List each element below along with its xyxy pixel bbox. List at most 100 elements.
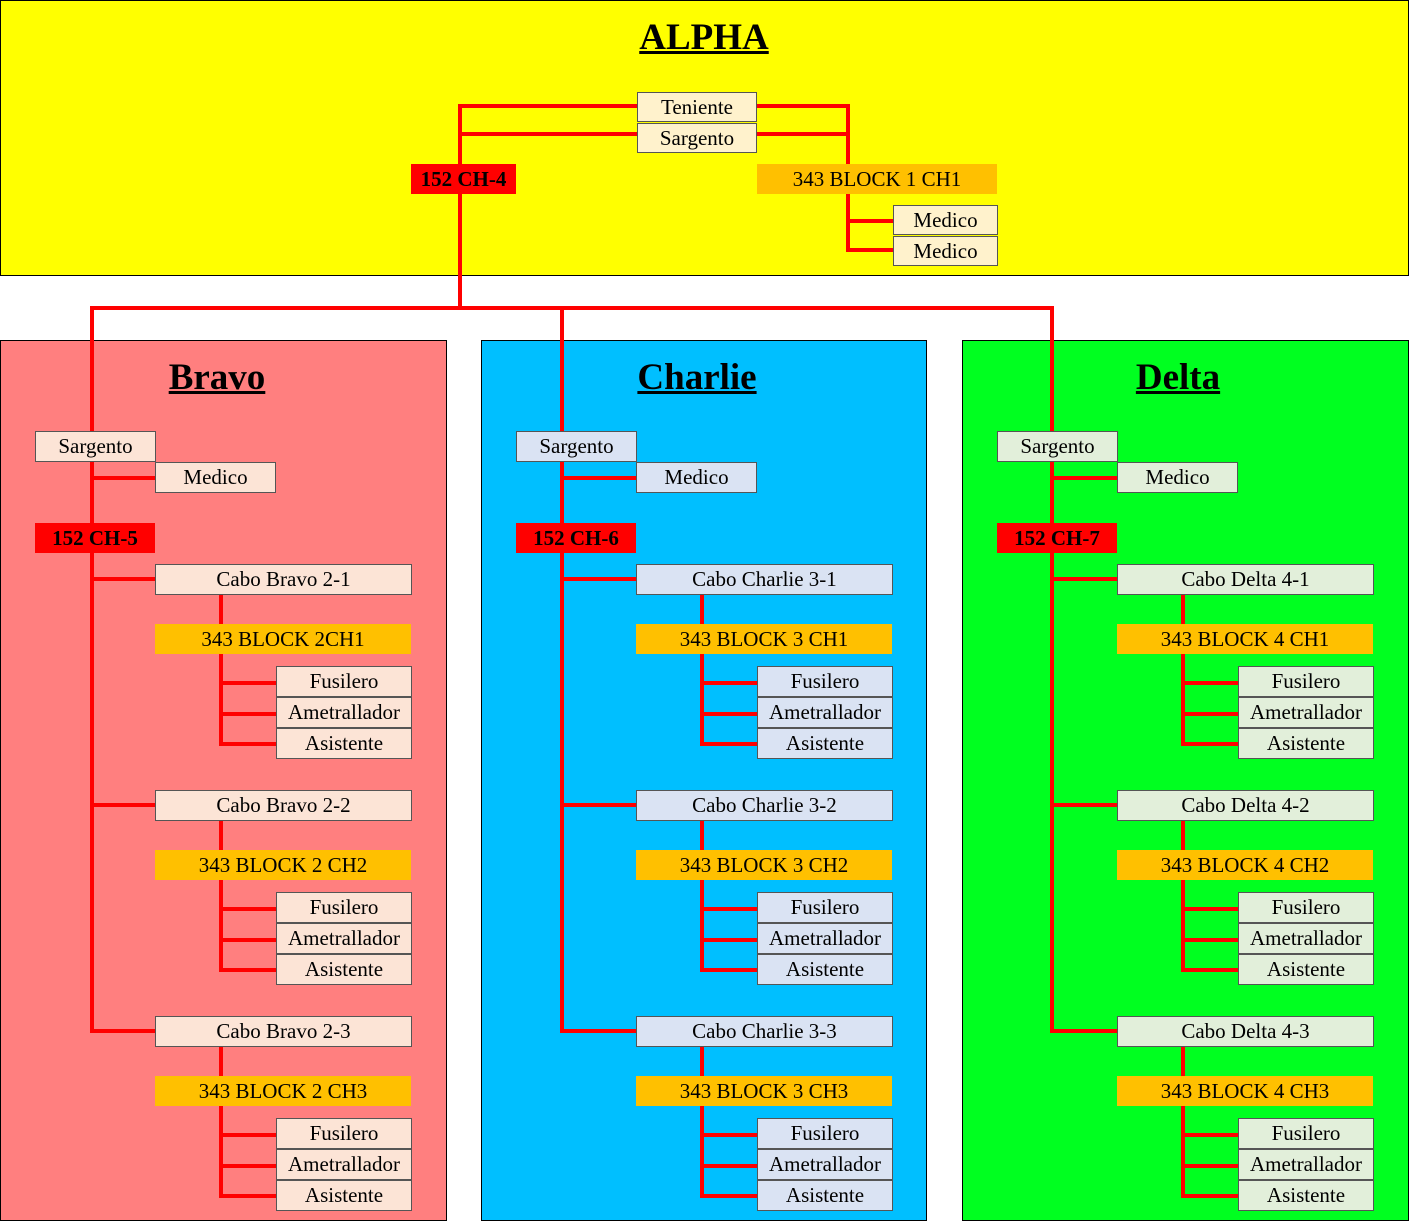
line-bravo-t1-c: [219, 742, 277, 746]
bravo-team-1-member-2: Ametrallador: [276, 697, 412, 728]
alpha-radio-badge: 343 BLOCK 1 CH1: [757, 164, 997, 194]
line-bravo-main: [90, 306, 94, 1033]
line-alpha-right-top: [756, 104, 850, 108]
line-delta-t1-b: [1181, 712, 1239, 716]
charlie-radio-3-badge: 343 BLOCK 3 CH3: [636, 1076, 892, 1106]
delta-team-2-member-1: Fusilero: [1238, 892, 1374, 923]
line-delta-t2-b: [1181, 938, 1239, 942]
line-charlie-t2-b: [700, 938, 758, 942]
line-delta-t3-v: [1181, 1045, 1185, 1198]
line-alpha-left-vertical: [458, 104, 462, 307]
charlie-sargento-box: Sargento: [516, 431, 637, 462]
charlie-team-2-member-1: Fusilero: [757, 892, 893, 923]
line-charlie-t1-c: [700, 742, 758, 746]
bravo-medico-box: Medico: [155, 462, 276, 493]
line-delta-t3-a: [1181, 1133, 1239, 1137]
line-charlie-cabo-2: [560, 803, 637, 807]
line-delta-cabo-1: [1050, 577, 1118, 581]
line-charlie-t3-v: [700, 1045, 704, 1198]
charlie-cabo-3-box: Cabo Charlie 3-3: [636, 1016, 893, 1047]
bravo-cabo-2-box: Cabo Bravo 2-2: [155, 790, 412, 821]
line-bravo-t1-v: [219, 593, 223, 746]
delta-medico-box: Medico: [1117, 462, 1238, 493]
charlie-cabo-2-box: Cabo Charlie 3-2: [636, 790, 893, 821]
alpha-medico-1-box: Medico: [893, 205, 998, 235]
bravo-title: Bravo: [168, 357, 266, 398]
line-charlie-t2-v: [700, 819, 704, 972]
line-bravo-t3-b: [219, 1164, 277, 1168]
charlie-team-3-member-2: Ametrallador: [757, 1149, 893, 1180]
delta-cabo-1-box: Cabo Delta 4-1: [1117, 564, 1374, 595]
line-charlie-main: [560, 306, 564, 1033]
delta-cabo-3-box: Cabo Delta 4-3: [1117, 1016, 1374, 1047]
bravo-cabo-3-box: Cabo Bravo 2-3: [155, 1016, 412, 1047]
line-bravo-t3-a: [219, 1133, 277, 1137]
bravo-team-2-member-3: Asistente: [276, 954, 412, 985]
delta-radio-2-badge: 343 BLOCK 4 CH2: [1117, 850, 1373, 880]
bravo-team-3-member-1: Fusilero: [276, 1118, 412, 1149]
charlie-channel-badge: 152 CH-6: [516, 523, 636, 553]
line-delta-t2-c: [1181, 968, 1239, 972]
bravo-radio-3-badge: 343 BLOCK 2 CH3: [155, 1076, 411, 1106]
charlie-cabo-1-box: Cabo Charlie 3-1: [636, 564, 893, 595]
delta-radio-1-badge: 343 BLOCK 4 CH1: [1117, 624, 1373, 654]
bravo-team-3-member-3: Asistente: [276, 1180, 412, 1211]
charlie-team-2-member-3: Asistente: [757, 954, 893, 985]
delta-team-3-member-2: Ametrallador: [1238, 1149, 1374, 1180]
line-bravo-cabo-2: [90, 803, 156, 807]
charlie-team-1-member-3: Asistente: [757, 728, 893, 759]
line-delta-t3-c: [1181, 1194, 1239, 1198]
line-delta-t2-a: [1181, 907, 1239, 911]
line-charlie-t3-a: [700, 1133, 758, 1137]
line-bravo-t2-b: [219, 938, 277, 942]
delta-team-2-member-3: Asistente: [1238, 954, 1374, 985]
bravo-team-1-member-1: Fusilero: [276, 666, 412, 697]
bravo-team-2-member-1: Fusilero: [276, 892, 412, 923]
charlie-radio-2-badge: 343 BLOCK 3 CH2: [636, 850, 892, 880]
line-charlie-t1-v: [700, 593, 704, 746]
line-bravo-t3-c: [219, 1194, 277, 1198]
delta-team-2-member-2: Ametrallador: [1238, 923, 1374, 954]
line-delta-t1-a: [1181, 681, 1239, 685]
line-charlie-t2-c: [700, 968, 758, 972]
line-delta-t1-v: [1181, 593, 1185, 746]
bravo-team-1-member-3: Asistente: [276, 728, 412, 759]
line-charlie-t3-c: [700, 1194, 758, 1198]
delta-team-1-member-3: Asistente: [1238, 728, 1374, 759]
line-bravo-medico: [90, 476, 156, 480]
line-charlie-t1-b: [700, 712, 758, 716]
line-delta-cabo-2: [1050, 803, 1118, 807]
line-bravo-t1-a: [219, 681, 277, 685]
delta-radio-3-badge: 343 BLOCK 4 CH3: [1117, 1076, 1373, 1106]
line-charlie-cabo-1: [560, 577, 637, 581]
line-alpha-left-bottom: [458, 132, 638, 136]
line-bravo-t2-c: [219, 968, 277, 972]
line-charlie-t1-a: [700, 681, 758, 685]
line-bravo-t2-a: [219, 907, 277, 911]
line-delta-t3-b: [1181, 1164, 1239, 1168]
charlie-team-3-member-1: Fusilero: [757, 1118, 893, 1149]
line-delta-t2-v: [1181, 819, 1185, 972]
line-alpha-left-top: [458, 104, 638, 108]
line-bravo-t2-v: [219, 819, 223, 972]
line-charlie-t2-a: [700, 907, 758, 911]
line-bravo-cabo-3: [90, 1029, 156, 1033]
bravo-radio-1-badge: 343 BLOCK 2CH1: [155, 624, 411, 654]
bravo-cabo-1-box: Cabo Bravo 2-1: [155, 564, 412, 595]
line-bravo-t3-v: [219, 1045, 223, 1198]
bravo-channel-badge: 152 CH-5: [35, 523, 155, 553]
delta-sargento-box: Sargento: [997, 431, 1118, 462]
bravo-team-2-member-2: Ametrallador: [276, 923, 412, 954]
delta-team-1-member-2: Ametrallador: [1238, 697, 1374, 728]
line-bravo-cabo-1: [90, 577, 156, 581]
line-alpha-medico-1: [846, 219, 894, 223]
bravo-team-3-member-2: Ametrallador: [276, 1149, 412, 1180]
alpha-title: ALPHA: [639, 17, 769, 58]
alpha-channel-badge: 152 CH-4: [411, 164, 516, 194]
alpha-teniente-box: Teniente: [637, 92, 757, 122]
line-bus: [90, 306, 1054, 310]
line-charlie-medico: [560, 476, 637, 480]
alpha-sargento-box: Sargento: [637, 123, 757, 153]
charlie-team-2-member-2: Ametrallador: [757, 923, 893, 954]
line-bravo-t1-b: [219, 712, 277, 716]
